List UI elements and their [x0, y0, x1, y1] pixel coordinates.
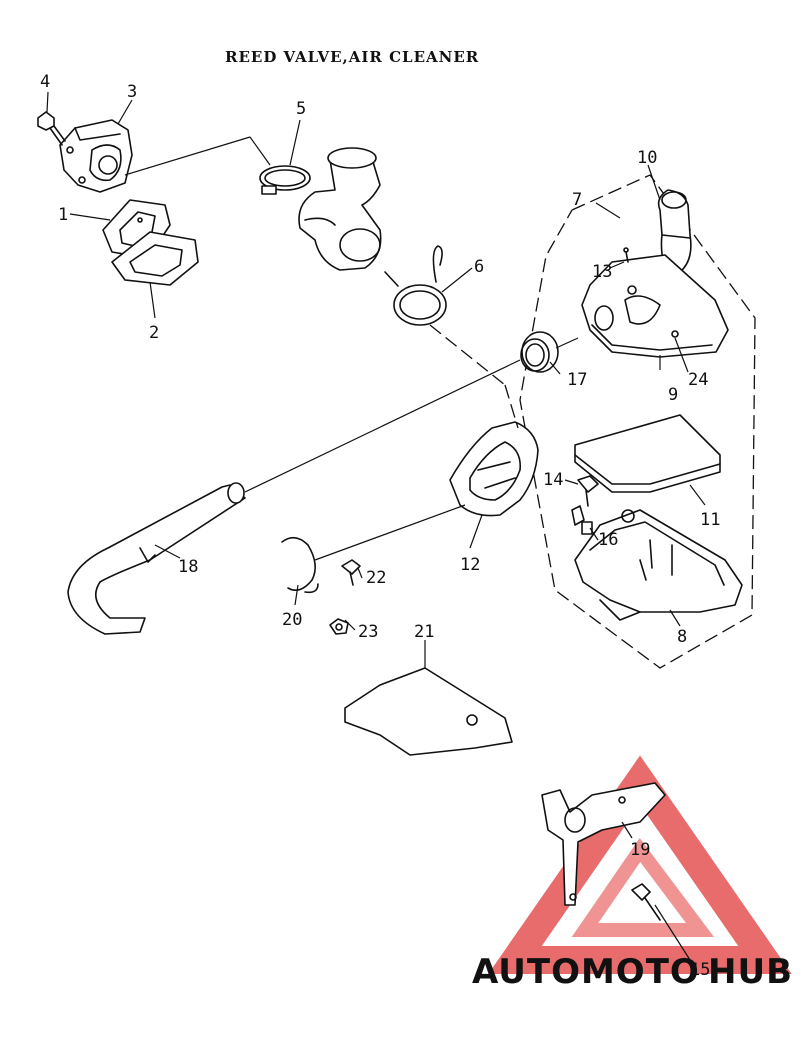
callout-23: 23: [358, 622, 378, 642]
callout-7: 7: [572, 190, 582, 210]
part-4-bolt: [37, 111, 66, 146]
watermark-part2: HUB: [708, 952, 793, 992]
callout-20: 20: [282, 610, 302, 630]
part-20-clip: [281, 536, 319, 594]
callout-16: 16: [598, 530, 618, 550]
part-3-reed-housing: [59, 119, 133, 193]
callout-1: 1: [58, 205, 68, 225]
watermark-text: AUTOMOTO HUB: [472, 952, 793, 992]
part-17-collar: [520, 331, 559, 373]
part-13-screw: [623, 247, 629, 263]
part-22-bolt: [341, 559, 361, 586]
part-19-bracket: [541, 782, 666, 906]
callout-15: 15: [690, 960, 710, 980]
callout-10: 10: [637, 148, 657, 168]
part-5-clamp: [259, 165, 311, 195]
part-15-bolt: [631, 883, 661, 921]
callout-21: 21: [414, 622, 434, 642]
callout-14: 14: [543, 470, 563, 490]
callout-3: 3: [127, 82, 137, 102]
part-12-hose: [449, 421, 539, 517]
callout-13: 13: [592, 262, 612, 282]
callout-labels: 4 3 1 2 5 6 7 10 13 17 24 9 14 11 16 12 …: [40, 72, 720, 980]
part-14-screw: [577, 475, 599, 507]
callout-8: 8: [677, 627, 687, 647]
part-9-cover: [581, 254, 729, 358]
watermark-part1: AUTOMOTO: [472, 952, 700, 992]
callout-12: 12: [460, 555, 480, 575]
part-2-gasket: [111, 231, 199, 286]
callout-2: 2: [149, 323, 159, 343]
leader-lines: [46, 91, 706, 961]
watermark-logo: [488, 755, 792, 974]
diagram-title: REED VALVE,AIR CLEANER: [225, 48, 479, 66]
callout-18: 18: [178, 557, 198, 577]
callout-6: 6: [474, 257, 484, 277]
watermark-triangle-inner: [571, 838, 714, 937]
part-21-plate: [344, 667, 513, 756]
part-18-tube: [67, 482, 246, 635]
part-11-element: [574, 414, 721, 493]
callout-11: 11: [700, 510, 720, 530]
callout-4: 4: [40, 72, 50, 92]
watermark-triangle: [488, 755, 792, 974]
part-6-clamp-ring: [384, 245, 447, 326]
callout-9: 9: [668, 385, 678, 405]
callout-5: 5: [296, 99, 306, 119]
part-16-fitting: [571, 505, 593, 535]
intake-manifold: [298, 147, 382, 271]
part-23-nut: [329, 618, 349, 635]
part-8-case: [574, 509, 743, 621]
callout-24: 24: [688, 370, 708, 390]
callout-17: 17: [567, 370, 587, 390]
callout-19: 19: [630, 840, 650, 860]
callout-22: 22: [366, 568, 386, 588]
